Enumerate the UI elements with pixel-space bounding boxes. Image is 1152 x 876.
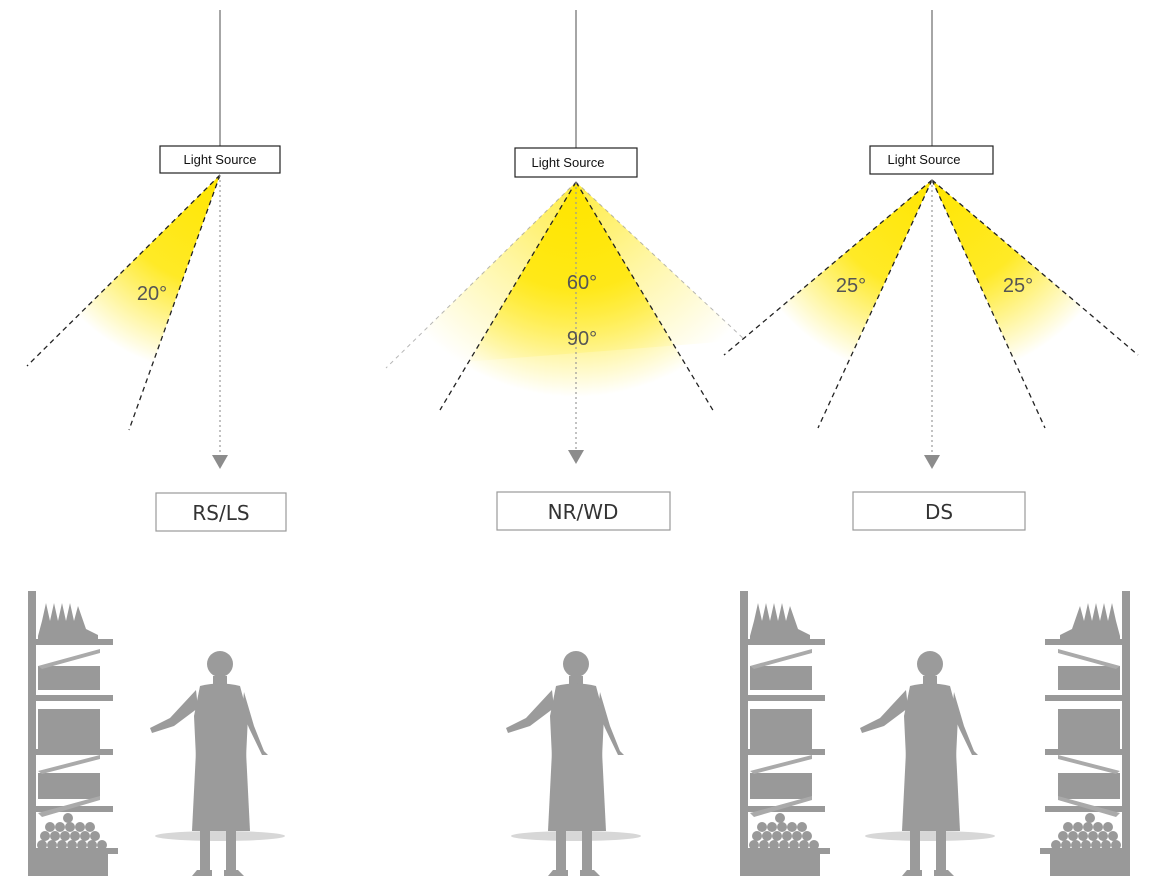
store-shelf-left [740, 591, 830, 876]
angle-label-right: 25° [1003, 275, 1033, 297]
panel-nr-wd: Light Source 60° 90° NR/WD [385, 10, 746, 531]
angle-label: 20° [137, 283, 167, 305]
light-source-label: Light Source [532, 155, 605, 170]
center-axis-arrow [568, 182, 584, 464]
mode-label: DS [925, 500, 953, 524]
center-axis-arrow [924, 180, 940, 469]
mode-box: DS [852, 491, 1026, 531]
center-axis-arrow [212, 175, 228, 469]
panel-rs-ls: Light Source 20° RS/LS [26, 10, 287, 532]
light-source-box: Light Source [869, 145, 994, 175]
beam-right-25 [931, 179, 1139, 429]
person-silhouette [506, 651, 641, 876]
beam-left-25 [723, 179, 933, 429]
light-source-box: Light Source [514, 147, 638, 178]
store-shelf-left [28, 591, 118, 876]
mode-box: NR/WD [496, 491, 671, 531]
angle-label-left: 25° [836, 275, 866, 297]
person-silhouette [860, 651, 995, 876]
angle-label-90: 90° [567, 328, 597, 350]
person-silhouette [150, 651, 285, 876]
store-shelf-right [1040, 591, 1130, 876]
panel-ds: Light Source 25° 25° DS [723, 10, 1139, 531]
beam-60 [439, 181, 715, 413]
light-source-box: Light Source [159, 145, 281, 174]
light-source-label: Light Source [888, 152, 961, 167]
beam-20 [26, 174, 221, 431]
angle-label-60: 60° [567, 272, 597, 294]
mode-box: RS/LS [155, 492, 287, 532]
mode-label: RS/LS [192, 501, 249, 525]
mode-label: NR/WD [548, 500, 619, 524]
light-source-label: Light Source [184, 152, 257, 167]
